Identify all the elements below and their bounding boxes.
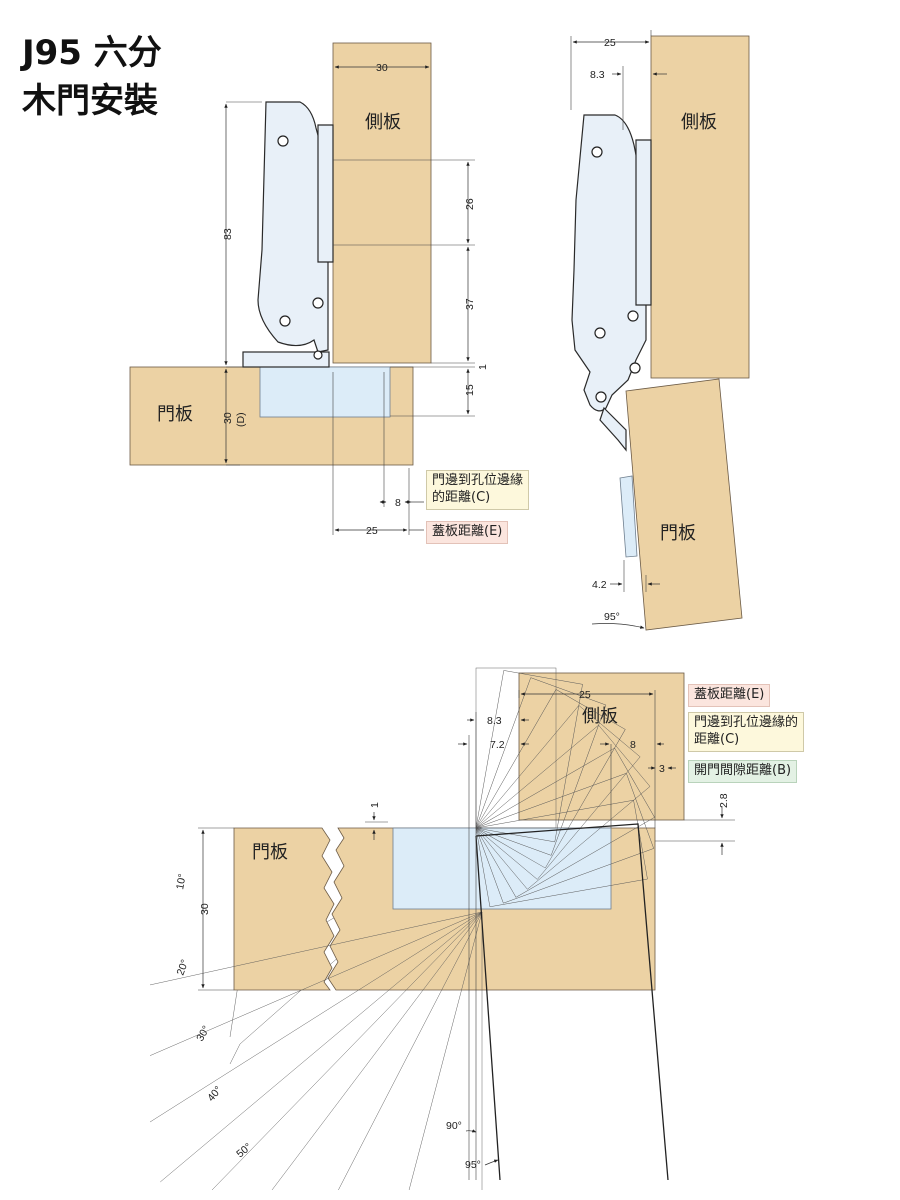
trajectory-line (149, 911, 483, 986)
dim-8-bottom: 8 (630, 739, 636, 751)
dim-1: 1 (477, 364, 489, 370)
hinge-base-top-left (242, 351, 330, 368)
trajectory-line (149, 911, 483, 1123)
swept-cup-outline (475, 689, 626, 869)
closed-view: 側板 門板 30 83 26 37 1 15 (129, 42, 489, 537)
note-overlay-top: 蓋板距離(E) (426, 521, 509, 544)
dim-8-3-bottom: 8.3 (487, 715, 502, 727)
screw-icon (594, 327, 606, 339)
note-hole-edge-bottom-line2: 距離(C) (694, 731, 740, 747)
angle-10: 10° (174, 873, 189, 891)
dim-door-thickness: 30 (222, 412, 234, 424)
trajectory-line (271, 911, 483, 1191)
dim-26: 26 (464, 198, 476, 210)
dim-2-8: 2.8 (718, 793, 730, 808)
screw-icon (629, 362, 641, 374)
dim-25: 25 (366, 525, 378, 537)
hinge-cup-top-left (259, 366, 391, 418)
open-view: 側板 門板 25 8.3 4.2 95° (570, 30, 750, 631)
title-line-1: J95 六分 (22, 33, 162, 73)
dim-side-thickness: 30 (376, 62, 388, 74)
trajectory-line (160, 911, 483, 1183)
swept-cup-outline (475, 677, 607, 856)
dim-7-2: 7.2 (490, 739, 505, 751)
trajectory-lines (149, 667, 655, 1191)
note-hole-edge-bottom: 門邊到孔位邊緣的 距離(C) (688, 712, 805, 752)
dim-4-2: 4.2 (592, 579, 607, 591)
angle-30: 30° (194, 1024, 212, 1044)
note-overlay-bottom: 蓋板距離(E) (688, 684, 771, 707)
swept-cup-outline (475, 705, 641, 880)
trajectory-line (149, 911, 483, 1056)
dim-15: 15 (464, 384, 476, 396)
dim-1-bottom: 1 (369, 802, 381, 808)
side-panel-top-left (332, 42, 432, 364)
dim-3: 3 (659, 763, 665, 775)
hinge-arm-top-left (257, 101, 329, 353)
door-panel-label-top-left: 門板 (157, 404, 193, 425)
dim-83: 83 (222, 228, 234, 240)
trajectory-line (211, 911, 483, 1191)
side-panel-bottom (518, 672, 685, 821)
trajectory-line (408, 911, 483, 1191)
hinge-cup-bottom (392, 827, 612, 910)
swept-cup-outline (475, 747, 655, 898)
note-gap: 開門間隙距離(B) (688, 760, 798, 783)
side-panel-top-right (650, 35, 750, 379)
dim-8: 8 (395, 497, 401, 509)
trajectory-view: 側板 門板 25 8.3 7.2 8 3 2.8 (149, 667, 735, 1191)
title-line-2: 木門安裝 (22, 81, 158, 121)
note-hole-edge-top: 門邊到孔位邊緣 的距離(C) (426, 470, 530, 510)
hinge-link-top-right (599, 406, 627, 452)
side-panel-label-bottom: 側板 (582, 706, 618, 727)
hinge-arm-top-right (571, 114, 647, 412)
note-hole-edge-top-line1: 門邊到孔位邊緣 (432, 473, 524, 488)
hinge-cup-top-right (619, 475, 638, 558)
dim-door-thickness-code: (D) (235, 412, 247, 427)
dim-25-bottom: 25 (579, 689, 591, 701)
dim-25-right: 25 (604, 37, 616, 49)
swept-cup-outline (475, 772, 655, 904)
door-panel-top-right (625, 378, 743, 631)
swept-cup-outline (475, 724, 651, 890)
dim-30-bottom: 30 (199, 903, 211, 915)
screw-icon (312, 297, 324, 309)
screw-icon (279, 315, 291, 327)
note-hole-edge-bottom-line1: 門邊到孔位邊緣的 (694, 715, 799, 730)
door-panel-bottom (233, 827, 335, 991)
door-panel-label-bottom: 門板 (252, 842, 288, 863)
door-panel-label-top-right: 門板 (660, 523, 696, 544)
angle-95: 95° (465, 1159, 481, 1171)
swept-cup-outline (475, 799, 648, 908)
note-hole-edge-top-line2: 的距離(C) (432, 489, 491, 505)
angle-50: 50° (234, 1141, 254, 1160)
angle-40: 40° (205, 1084, 224, 1104)
screw-icon (595, 391, 607, 403)
open-door-outline-95 (475, 823, 669, 1181)
mounting-plate-top-right (635, 139, 652, 306)
screw-icon (591, 146, 603, 158)
side-panel-label-top-right: 側板 (681, 112, 717, 133)
swept-cup-outline (475, 670, 583, 843)
dim-37: 37 (464, 298, 476, 310)
trajectory-line (338, 911, 483, 1191)
dim-95-angle-right: 95° (604, 611, 620, 623)
screw-icon (313, 350, 323, 360)
screw-icon (627, 310, 639, 322)
angle-90: 90° (446, 1120, 462, 1132)
side-panel-label-top-left: 側板 (365, 112, 401, 133)
angle-20: 20° (175, 958, 192, 977)
dim-8-3-right: 8.3 (590, 69, 605, 81)
screw-icon (277, 135, 289, 147)
mounting-plate-top-left (317, 124, 334, 263)
